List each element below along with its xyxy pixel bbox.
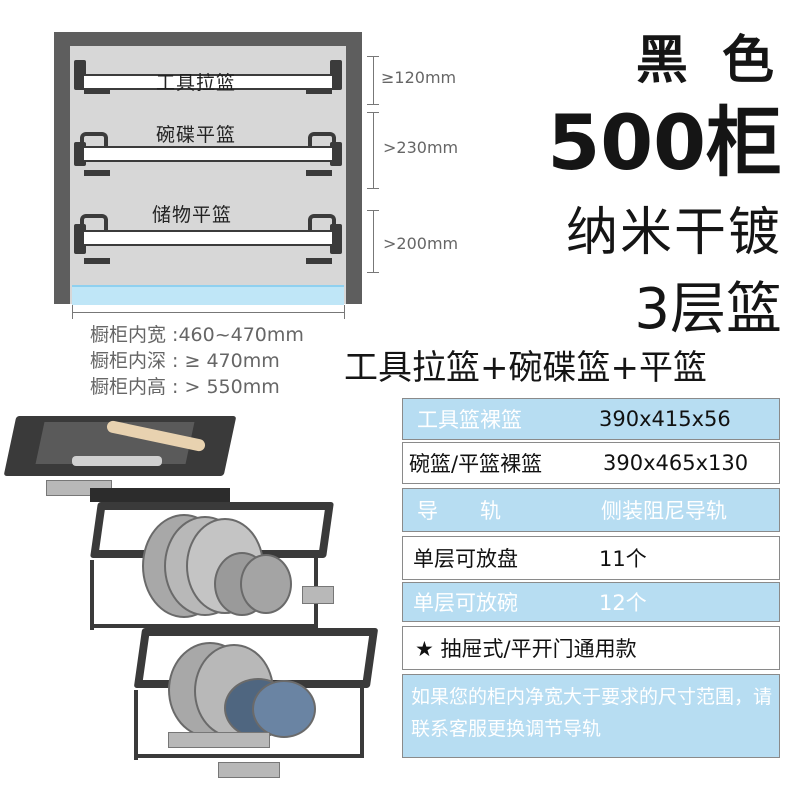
spec-value: 11个 [599,547,647,571]
finish-heading: 纳米干镀 [565,203,782,263]
spec-row: 单层可放碗 12个 [402,582,780,622]
combo-heading: 工具拉篮+碗碟篮+平篮 [344,348,707,388]
spec-row: 碗篮/平篮裸篮 390x465x130 [402,442,780,484]
shelf-label: 工具拉篮 [156,72,237,94]
storage-basket-illustration [128,622,379,792]
spec-label: 单层可放盘 [413,547,518,571]
layers-heading: 3层篮 [634,277,782,342]
spec-note-text: 如果您的柜内净宽大于要求的尺寸范围，请联系客服更换调节导轨 [411,686,773,740]
spec-value: 390x415x56 [599,407,731,431]
inner-height-spec: 橱柜内高 : > 550mm [90,376,280,398]
dish-basket-illustration [82,496,334,656]
spec-label: 导 轨 [417,499,501,523]
dimension-label: >230mm [383,138,459,157]
spec-note: 如果您的柜内净宽大于要求的尺寸范围，请联系客服更换调节导轨 [402,674,780,758]
spec-label: 碗篮/平篮裸篮 [409,452,543,476]
cabinet-bottom-panel [72,285,344,305]
spec-value: 侧装阻尼导轨 [601,499,727,523]
shelf-storage-basket: 储物平篮 [70,198,346,274]
tool-basket-illustration [3,416,237,502]
shelf-label: 碗碟平篮 [156,124,237,146]
spec-row: 导 轨 侧装阻尼导轨 [402,488,780,532]
dimension-label: >200mm [383,234,459,253]
spec-label: 单层可放碗 [413,591,518,615]
spec-value: 390x465x130 [603,451,749,475]
spec-row: ★ 抽屉式/平开门通用款 [402,626,780,670]
spec-label: 工具篮裸篮 [417,408,522,432]
dimension-label: ≥120mm [381,68,457,87]
spec-value: 12个 [599,591,647,615]
spec-row: 单层可放盘 11个 [402,536,780,580]
spec-label: ★ 抽屉式/平开门通用款 [415,637,637,661]
product-illustration [0,400,400,800]
color-heading: 黑 色 [635,31,782,91]
inner-width-spec: 橱柜内宽 :460~470mm [90,324,304,346]
shelf-label: 储物平篮 [152,204,233,226]
shelf-tool-basket: 工具拉篮 [70,46,346,106]
shelf-dish-basket: 碗碟平篮 [70,118,346,190]
size-heading: 500柜 [547,98,782,187]
spec-row: 工具篮裸篮 390x415x56 [402,398,780,440]
inner-depth-spec: 橱柜内深 : ≥ 470mm [90,350,280,372]
